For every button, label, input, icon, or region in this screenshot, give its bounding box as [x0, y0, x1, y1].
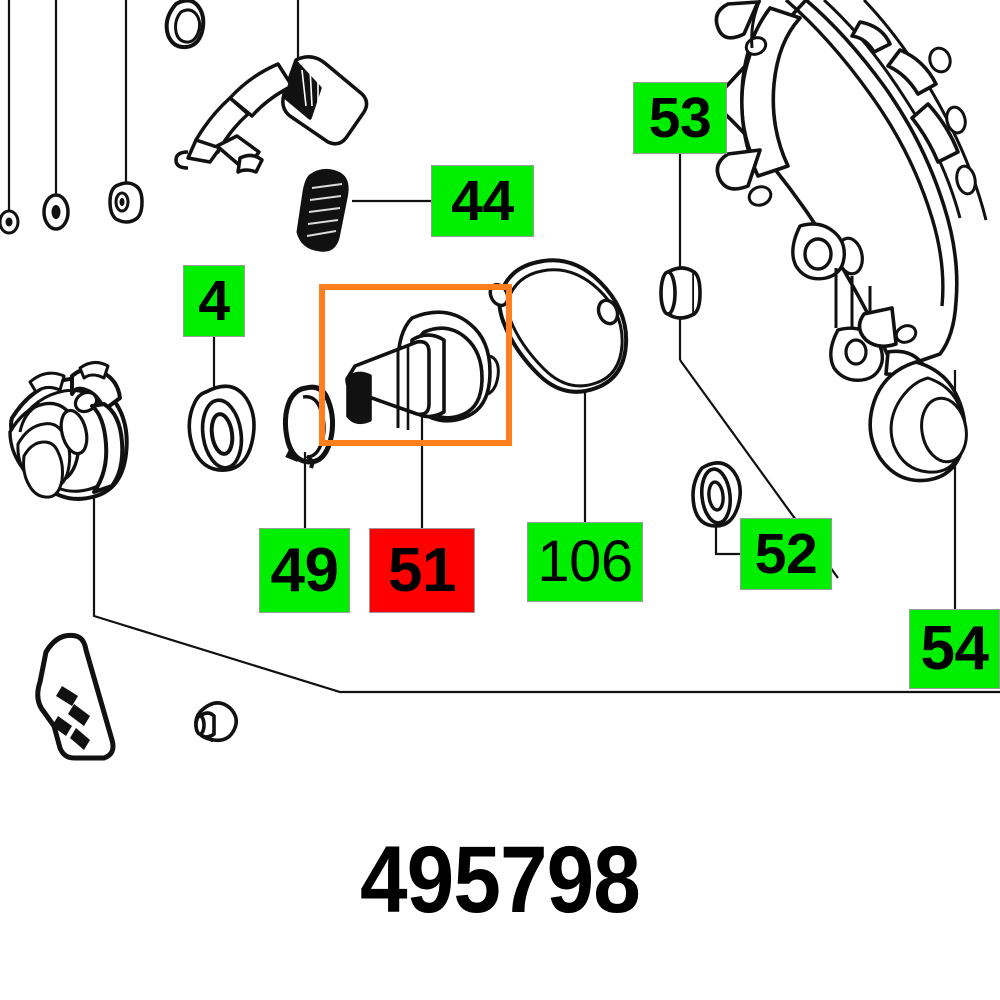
part-label-44-text: 44 — [451, 168, 514, 233]
part-label-51-text: 51 — [388, 535, 456, 605]
part-motor-armature — [174, 55, 369, 174]
part-blade — [35, 632, 116, 761]
part-label-53[interactable]: 53 — [633, 82, 727, 154]
part-label-52-text: 52 — [754, 521, 818, 586]
part-label-49-text: 49 — [270, 535, 339, 605]
part-label-53-text: 53 — [648, 85, 712, 150]
leader-line-flange-housing — [92, 492, 1000, 694]
part-label-52[interactable]: 52 — [740, 518, 832, 590]
highlight-box — [319, 284, 512, 446]
part-bearing-flange-housing — [8, 361, 129, 501]
leader-line-52 — [714, 519, 740, 556]
part-bearing-52 — [691, 461, 743, 528]
part-label-4-text: 4 — [198, 268, 230, 333]
part-label-51[interactable]: 51 — [369, 528, 475, 613]
part-washer-a — [0, 209, 20, 235]
part-washer-b — [42, 193, 70, 231]
part-label-54-text: 54 — [920, 614, 989, 683]
part-label-49[interactable]: 49 — [259, 528, 350, 613]
part-lock-ring-top — [164, 0, 206, 50]
part-label-106[interactable]: 106 — [527, 522, 643, 602]
part-label-4[interactable]: 4 — [183, 265, 245, 337]
part-spacer-ring — [108, 181, 144, 224]
part-gasket-106 — [488, 258, 629, 394]
part-eccentric-shaft-51 — [345, 310, 500, 430]
part-label-44[interactable]: 44 — [431, 165, 534, 237]
part-bushing-53 — [659, 266, 702, 320]
part-rivet-pin — [194, 701, 239, 743]
part-ball-bearing-4 — [187, 384, 256, 472]
part-label-106-text: 106 — [537, 529, 633, 594]
part-coil-spring-44 — [296, 169, 349, 252]
part-gear-housing-54 — [710, 0, 988, 483]
part-retaining-ring-49 — [282, 384, 336, 469]
part-number: 495798 — [360, 827, 641, 933]
part-label-54[interactable]: 54 — [909, 609, 1000, 689]
